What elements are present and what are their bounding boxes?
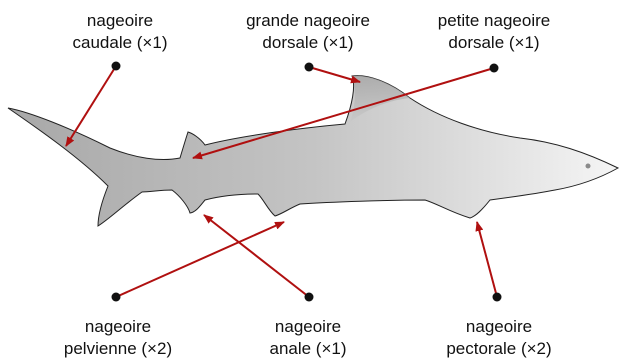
label-pectoral-line1: nageoire (399, 316, 599, 338)
label-dorsal-large-line2: dorsale (×1) (208, 32, 408, 54)
label-pelvic-fin: nageoire pelvienne (×2) (18, 316, 218, 360)
label-dorsal-large-line1: grande nageoire (208, 10, 408, 32)
anchor-dot-pelvic-fin (112, 293, 121, 302)
anchor-dot-dorsal-fin-small (490, 64, 499, 73)
label-dorsal-small-line2: dorsale (×1) (394, 32, 594, 54)
label-pectoral-fin: nageoire pectorale (×2) (399, 316, 599, 360)
label-pectoral-line2: pectorale (×2) (399, 338, 599, 360)
label-caudal-fin: nageoire caudale (×1) (20, 10, 220, 54)
anchor-dot-caudal-fin (112, 62, 121, 71)
label-pelvic-line2: pelvienne (×2) (18, 338, 218, 360)
label-anal-line2: anale (×1) (208, 338, 408, 360)
label-pelvic-line1: nageoire (18, 316, 218, 338)
arrow-pectoral-fin (477, 222, 497, 297)
arrow-anal-fin (204, 215, 309, 297)
anchor-dot-pectoral-fin (493, 293, 502, 302)
shark-eye (586, 164, 591, 169)
label-caudal-line2: caudale (×1) (20, 32, 220, 54)
arrow-dorsal-fin-large (309, 67, 360, 82)
label-dorsal-fin-large: grande nageoire dorsale (×1) (208, 10, 408, 54)
shark-illustration (8, 76, 618, 226)
arrow-caudal-fin (66, 66, 116, 146)
label-dorsal-small-line1: petite nageoire (394, 10, 594, 32)
label-anal-line1: nageoire (208, 316, 408, 338)
shark-body (8, 76, 618, 226)
arrow-pelvic-fin (116, 222, 284, 297)
anchor-dot-anal-fin (305, 293, 314, 302)
label-anal-fin: nageoire anale (×1) (208, 316, 408, 360)
anchor-dot-dorsal-fin-large (305, 63, 314, 72)
label-caudal-line1: nageoire (20, 10, 220, 32)
label-dorsal-fin-small: petite nageoire dorsale (×1) (394, 10, 594, 54)
